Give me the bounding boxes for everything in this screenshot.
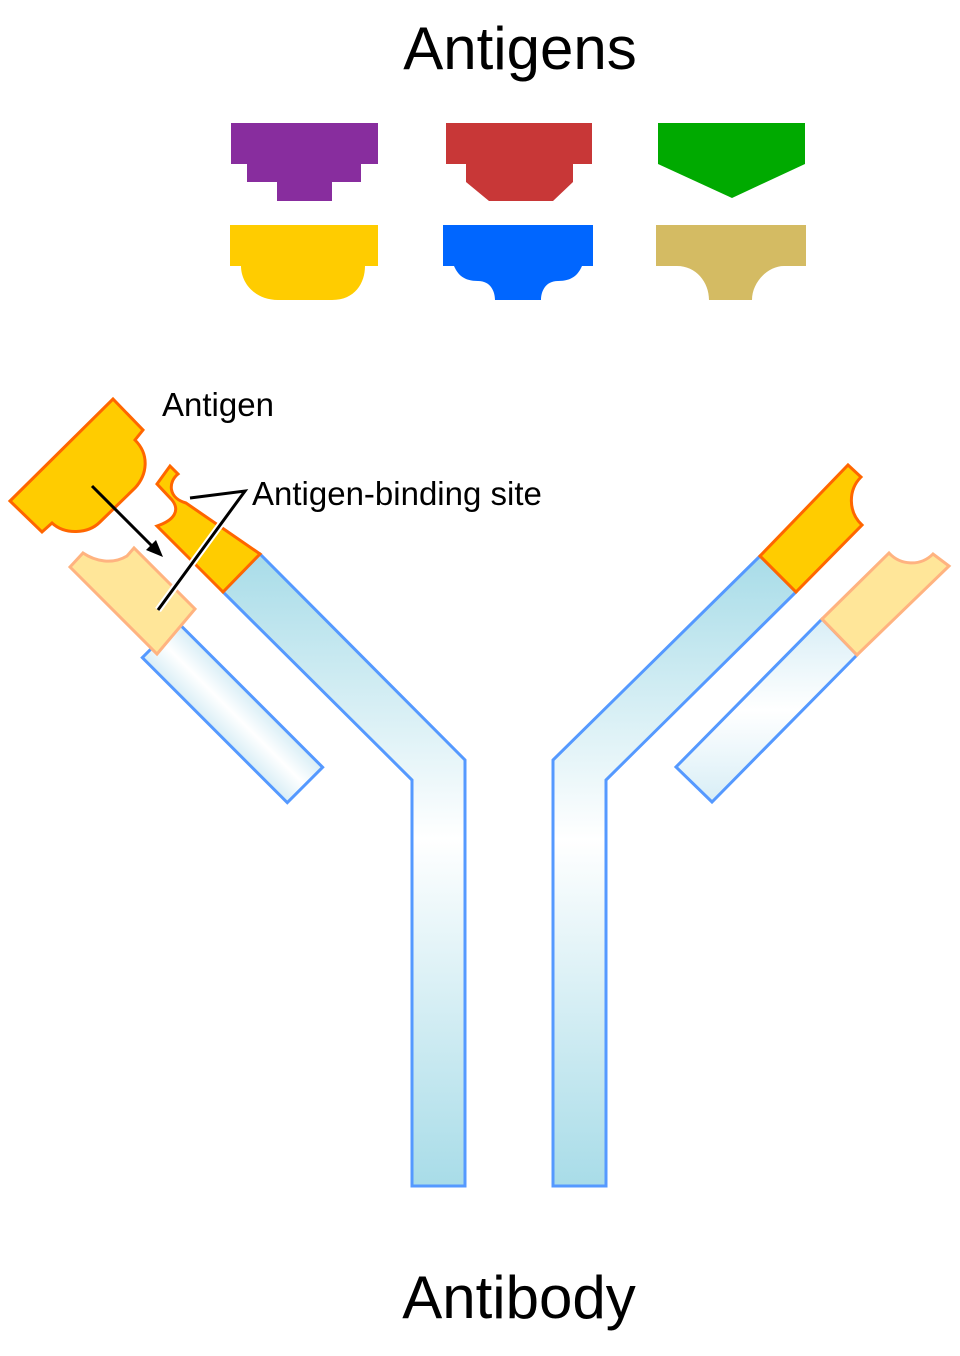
antigen-shapes (230, 123, 806, 300)
right-light-chain (673, 550, 952, 805)
blue-antigen (443, 225, 593, 300)
antigens-title: Antigens (403, 15, 637, 82)
left-light-chain (67, 545, 325, 805)
purple-antigen (231, 123, 378, 201)
antigen-shape (7, 396, 147, 535)
binding-site-leader (155, 486, 253, 613)
antigen-label: Antigen (162, 386, 274, 423)
binding-arrow (90, 484, 163, 557)
yellow-antigen (230, 225, 378, 300)
red-antigen (446, 123, 592, 201)
left-light-variable (67, 545, 198, 657)
right-heavy-arm (551, 553, 799, 1188)
arrow-head-icon (146, 540, 163, 557)
left-heavy-arm (220, 551, 467, 1188)
left-heavy-chain (154, 463, 467, 1188)
left-heavy-variable (154, 463, 263, 595)
green-antigen (658, 123, 805, 198)
right-heavy-variable (757, 462, 865, 595)
right-light-variable (819, 550, 952, 658)
antibody-title: Antibody (402, 1264, 636, 1331)
khaki-antigen (656, 225, 806, 300)
right-heavy-chain (551, 462, 865, 1188)
binding-site-label: Antigen-binding site (252, 475, 542, 512)
